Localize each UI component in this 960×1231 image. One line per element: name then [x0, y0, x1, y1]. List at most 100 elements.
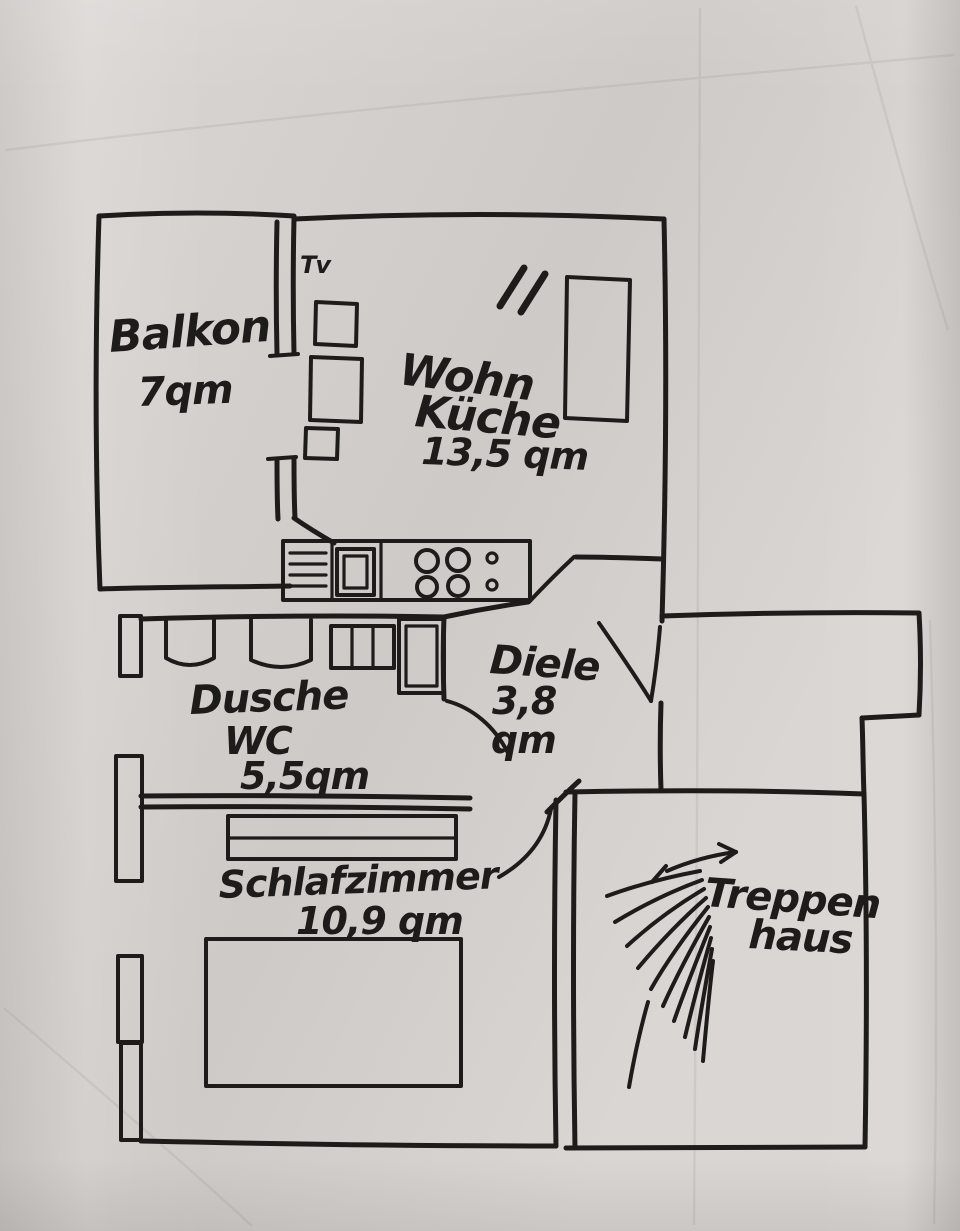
wall-diele-top-left [441, 599, 531, 620]
label-schlafzimmer-name: Schlafzimmer [218, 853, 502, 907]
bedroom-door-arc [497, 807, 553, 879]
entry-door-leaf [597, 621, 653, 703]
label-treppenhaus-line2: haus [747, 912, 853, 963]
stove-burner-icon [415, 575, 439, 599]
crease-line [5, 53, 955, 152]
stair-step [605, 869, 702, 898]
label-diele-name: Diele [488, 637, 601, 691]
wall-balkon-left [93, 213, 103, 592]
stairs-start-tick [650, 864, 668, 884]
sink-basin-icon [342, 554, 369, 590]
stair-step [693, 947, 714, 1051]
stair-step [636, 896, 708, 970]
cupboard-icon [563, 275, 632, 423]
wall-left-pier-3 [116, 954, 144, 1044]
balcony-door-jamb-bottom [266, 455, 298, 461]
wall-notch-top [859, 712, 922, 721]
window-mark-icon [517, 270, 549, 316]
wall-balkon-partition-lower-inner [291, 455, 298, 521]
stair-step [672, 925, 712, 1023]
bathroom-door-arc [445, 699, 510, 755]
washer-icon [329, 624, 396, 670]
stair-step [701, 959, 715, 1063]
wall-outer-right-upper [916, 610, 923, 718]
wall-stairwell-right [861, 791, 869, 1150]
stair-step [613, 878, 704, 924]
crease-line [928, 619, 938, 1225]
wall-balkon-partition-outer [273, 219, 280, 357]
bed-icon [204, 937, 463, 1088]
wall-balkon-top [96, 210, 297, 219]
wall-schlafzimmer-right [552, 797, 559, 1149]
wall-dusche-top [138, 613, 446, 622]
label-dusche-line1: Dusche [189, 672, 349, 724]
room-labels: Balkon 7qm Tv Wohn Küche 13,5 qm Dusche … [107, 251, 881, 963]
crease-line [3, 1007, 253, 1227]
stove-burner-icon [445, 547, 471, 573]
stove-burner-icon [446, 574, 470, 598]
stove-burner-icon [414, 548, 440, 574]
shower-tray-icon [404, 624, 439, 688]
stairs [605, 842, 738, 1089]
stair-step [649, 905, 710, 991]
paper-crease-lines [3, 5, 955, 1227]
kitchen-counter [281, 539, 532, 602]
label-wohnkueche-area: 13,5 qm [421, 429, 589, 479]
entry-door-swing [649, 625, 662, 703]
window-mark-icon [496, 264, 528, 310]
wall-schlafzimmer-top-outer [138, 793, 473, 801]
wall-balkon-partition-lower-outer [274, 456, 281, 522]
stove-knob-icon [485, 551, 499, 565]
toilet-icon [249, 618, 313, 669]
label-tv: Tv [300, 251, 332, 279]
wardrobe-icon [226, 814, 458, 861]
bedroom-furniture [204, 814, 463, 1088]
wall-diele-right [657, 700, 664, 793]
label-schlafzimmer-area: 10,9 qm [296, 899, 463, 943]
label-diele-area-unit: qm [491, 718, 556, 762]
balcony-door-jamb-top [268, 352, 300, 358]
stair-step [627, 1000, 650, 1089]
stair-step [661, 915, 711, 1008]
wall-schlafzimmer-top-inner [138, 804, 473, 812]
wall-wohnkueche-bottom-right [573, 554, 665, 562]
wall-notch-right [859, 715, 867, 798]
stair-step [683, 936, 713, 1039]
wall-wohnkueche-right [659, 216, 669, 624]
sink-icon [335, 547, 376, 597]
wall-left-pier-2 [114, 754, 144, 883]
label-dusche-area: 5,5qm [240, 754, 369, 798]
tv-side-table-icon [303, 426, 340, 461]
label-diele-area-value: 3,8 [492, 679, 557, 723]
kitchen-door-leaf [527, 555, 576, 604]
wall-stairwell-left [571, 789, 578, 1151]
tv-screen-icon [313, 300, 359, 348]
wall-left-pier-1 [118, 614, 143, 678]
tv-stand-icon [308, 355, 364, 424]
wall-left-pier-4 [119, 1041, 143, 1142]
wall-balkon-bottom [97, 583, 293, 592]
label-dusche-line2: WC [224, 719, 293, 763]
shower-icon [397, 617, 446, 695]
stove-knob-icon [485, 578, 499, 592]
stair-step [625, 887, 706, 948]
bathroom-fixtures [164, 617, 446, 695]
doors [445, 555, 662, 879]
stairs-up-arrow-icon [665, 850, 738, 873]
wall-stairwell-bottom [563, 1144, 868, 1151]
label-balkon-name: Balkon [107, 301, 272, 363]
livingroom-furniture [303, 264, 632, 461]
washbasin-icon [164, 618, 216, 667]
crease-line [854, 5, 950, 331]
wall-balkon-partition-inner [290, 215, 297, 356]
wall-stairwell-top [563, 788, 867, 797]
counter-outline [281, 539, 532, 602]
wall-schlafzimmer-bottom [138, 1138, 559, 1149]
wall-corridor-top [659, 610, 922, 619]
label-wohnkueche-line2: Küche [413, 386, 562, 449]
wall-wohnkueche-top [291, 212, 667, 222]
stairs-up-arrow-head [717, 842, 738, 854]
